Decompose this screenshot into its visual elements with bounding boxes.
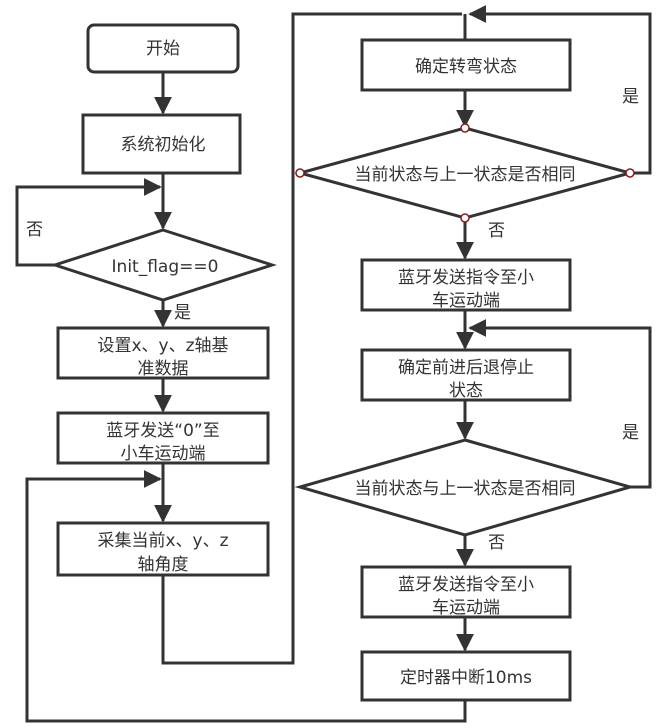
label-init-flag-no: 否 — [26, 220, 43, 240]
connection-handle[interactable] — [295, 168, 305, 178]
node-set-baseline-line1: 设置x、y、z轴基 — [97, 336, 228, 356]
node-send-move-line2: 车运动端 — [432, 598, 500, 618]
node-send-move: 蓝牙发送指令至小 车运动端 — [360, 565, 572, 619]
label-init-flag-yes: 是 — [174, 303, 191, 323]
node-collect: 采集当前x、y、z 轴角度 — [56, 521, 270, 577]
node-send-zero-line2: 小车运动端 — [121, 444, 206, 464]
decision-compare-turn-label: 当前状态与上一状态是否相同 — [355, 165, 576, 185]
node-start: 开始 — [86, 23, 240, 74]
connection-handle[interactable] — [625, 168, 635, 178]
node-set-baseline: 设置x、y、z轴基 准数据 — [56, 326, 270, 380]
node-timer: 定时器中断10ms — [360, 650, 572, 702]
node-init: 系统初始化 — [81, 113, 242, 175]
edge-check-no-loop — [15, 178, 162, 267]
decision-compare-move: 当前状态与上一状态是否相同 — [294, 438, 636, 537]
node-send-zero-line1: 蓝牙发送“0”至 — [106, 421, 219, 441]
node-move-state-line1: 确定前进后退停止 — [398, 358, 534, 378]
node-send-move-line1: 蓝牙发送指令至小 — [398, 575, 534, 595]
decision-init-flag: Init_flag==0 — [50, 228, 277, 302]
node-turn-state-label: 确定转弯状态 — [415, 57, 517, 77]
node-start-label: 开始 — [146, 39, 180, 59]
node-send-turn-line2: 车运动端 — [432, 291, 500, 311]
decision-compare-turn: 当前状态与上一状态是否相同 — [294, 123, 636, 223]
connection-handle[interactable] — [460, 123, 470, 133]
decision-init-flag-label: Init_flag==0 — [112, 257, 219, 277]
node-move-state: 确定前进后退停止 状态 — [360, 348, 572, 402]
node-set-baseline-line2: 准数据 — [138, 359, 189, 379]
node-move-state-line2: 状态 — [449, 381, 483, 401]
node-turn-state: 确定转弯状态 — [360, 38, 572, 92]
label-compare-turn-yes: 是 — [622, 87, 639, 107]
label-compare-move-no: 否 — [488, 533, 505, 553]
edge-compare-turn-yes — [468, 5, 652, 175]
node-collect-line1: 采集当前x、y、z — [97, 531, 228, 551]
node-send-zero: 蓝牙发送“0”至 小车运动端 — [56, 411, 270, 465]
edge-compare-move-yes — [468, 319, 652, 489]
edge-collect-to-right — [161, 12, 462, 665]
node-timer-label: 定时器中断10ms — [400, 668, 532, 688]
connection-handle[interactable] — [460, 213, 470, 223]
label-compare-turn-no: 否 — [488, 221, 505, 241]
node-send-turn: 蓝牙发送指令至小 车运动端 — [360, 258, 572, 312]
node-init-label: 系统初始化 — [121, 135, 206, 155]
decision-compare-move-label: 当前状态与上一状态是否相同 — [355, 479, 576, 499]
node-send-turn-line1: 蓝牙发送指令至小 — [398, 268, 534, 288]
label-compare-move-yes: 是 — [622, 423, 639, 443]
edge-timer-loop-back — [25, 470, 467, 723]
node-collect-line2: 轴角度 — [138, 555, 189, 575]
